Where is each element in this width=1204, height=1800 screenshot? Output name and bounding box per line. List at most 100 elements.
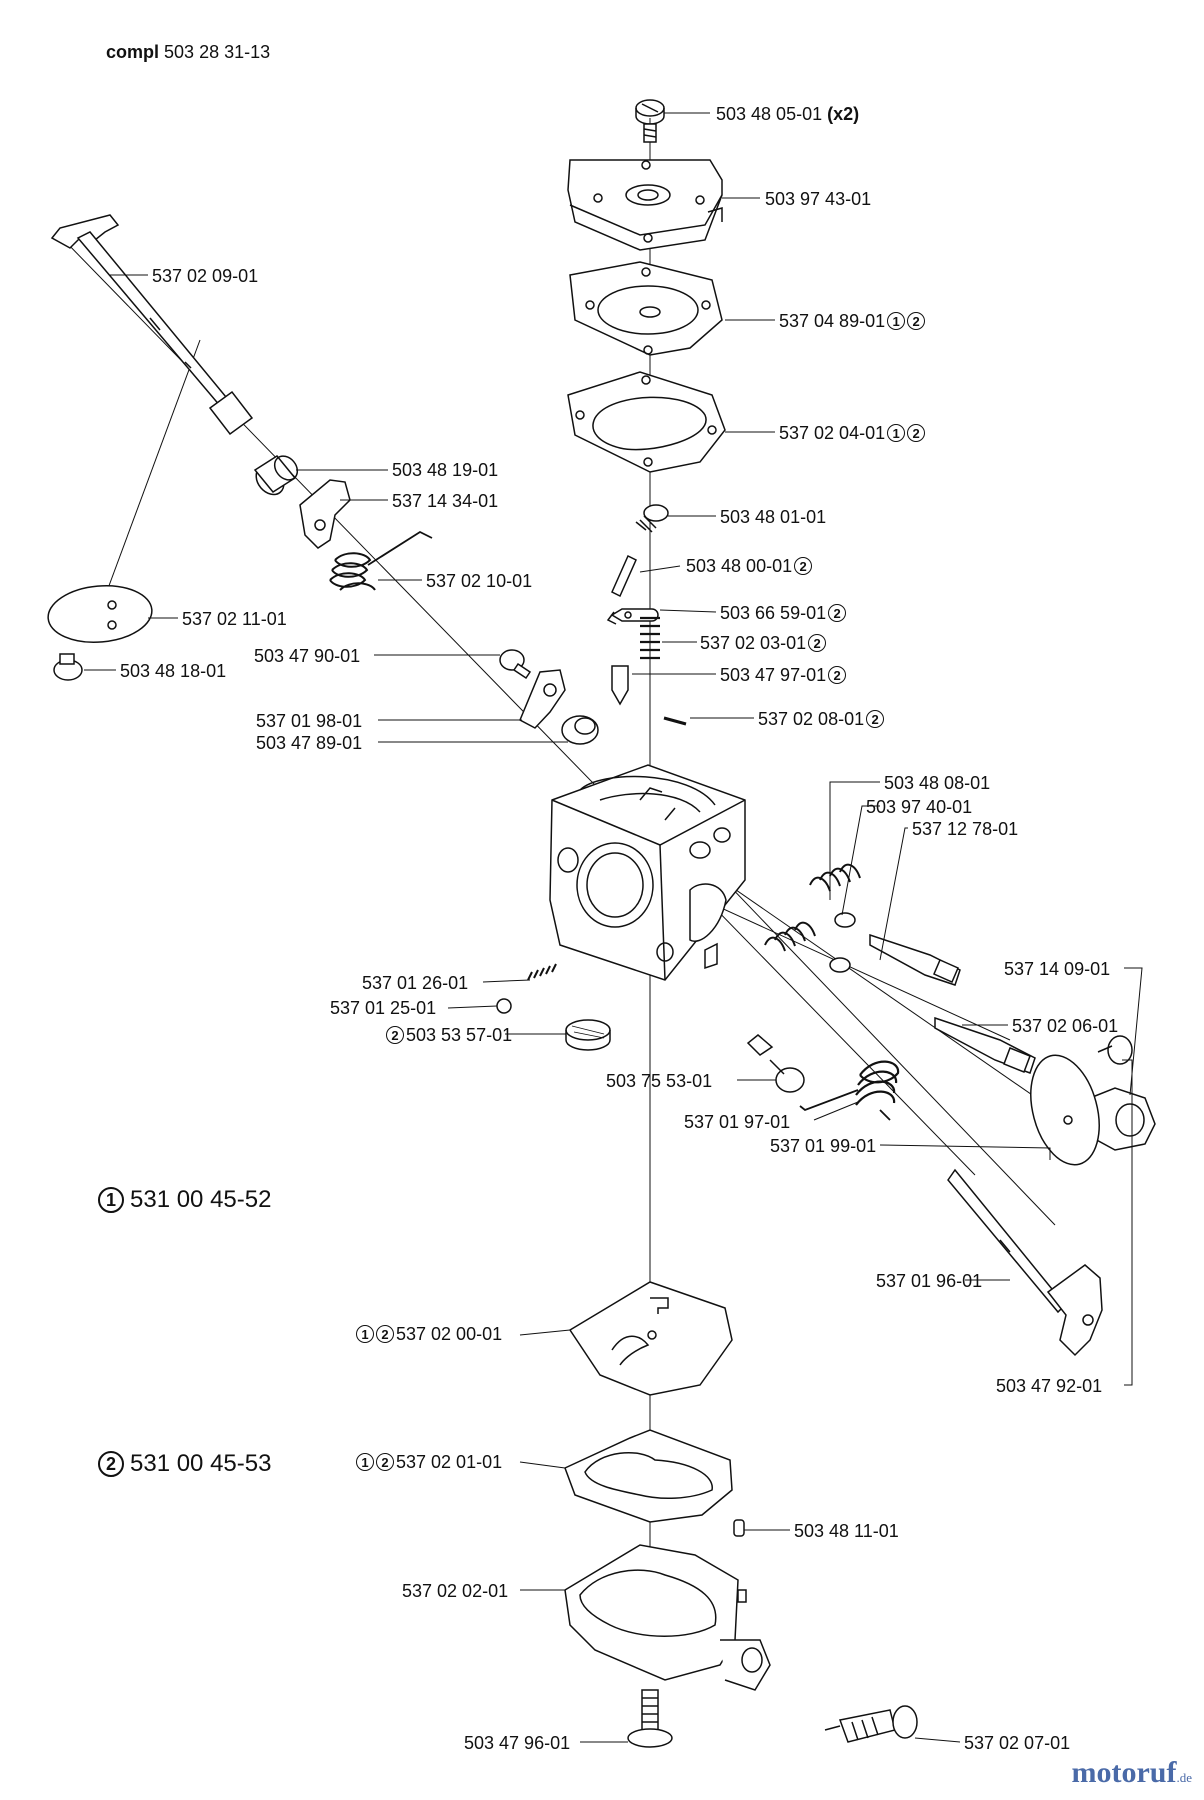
kit-marker-1: 1 [98,1186,124,1213]
part-label-503-48-01-01[interactable]: 503 48 01-01 [720,507,827,527]
kit-marker-1: 1 [356,1325,374,1344]
part-label-537-14-09-01[interactable]: 537 14 09-01 [1004,959,1111,979]
kit-marker-2: 2 [828,666,847,685]
kit-marker-2: 2 [386,1026,404,1045]
shaft-screw-part [500,650,530,678]
part-label-537-12-78-01[interactable]: 537 12 78-01 [912,819,1019,839]
part-label-503-48-05-01[interactable]: 503 48 05-01 (x2) [716,104,860,124]
choke-screw-part [748,1035,804,1092]
part-label-537-01-97-01[interactable]: 537 01 97-01 [684,1112,791,1132]
fitting-screw-part [825,1706,917,1742]
lever-spring-part [640,618,660,658]
part-label-537-02-02-01[interactable]: 537 02 02-01 [402,1581,509,1601]
part-label-503-47-96-01[interactable]: 503 47 96-01 [464,1733,571,1753]
pump-diaphragm-part [570,1282,732,1395]
kit-marker-2: 2 [376,1325,394,1344]
lever-pin-part [612,556,636,596]
part-label-537-01-25-01[interactable]: 537 01 25-01 [330,998,437,1018]
pump-gasket-part [565,1430,732,1522]
compl-word: compl [106,42,160,62]
kit-marker-2: 2 [907,312,926,331]
pump-pin-part [734,1520,744,1536]
part-label-537-02-10-01[interactable]: 537 02 10-01 [426,571,533,591]
choke-plate-screw-part [1098,1036,1132,1064]
metering-lever-part [608,609,658,624]
part-label-503-47-92-01[interactable]: 503 47 92-01 [996,1376,1103,1396]
part-label-537-02-06-01[interactable]: 537 02 06-01 [1012,1016,1119,1036]
part-label-537-01-99-01[interactable]: 537 01 99-01 [770,1136,877,1156]
needle-washer-lower-part [830,958,850,972]
part-label-503-47-89-01[interactable]: 503 47 89-01 [256,733,363,753]
choke-spring-part [800,1062,898,1120]
idle-needle-part [870,935,960,985]
check-ball-part [497,999,511,1013]
kit-marker-2: 2 [907,424,926,443]
part-label-537-01-26-01[interactable]: 537 01 26-01 [362,973,469,993]
part-label-537-02-11-01[interactable]: 537 02 11-01 [182,609,287,629]
part-label-503-48-08-01[interactable]: 503 48 08-01 [884,773,991,793]
kit-marker-2: 2 [794,557,813,576]
brand-watermark: motoruf.de [1071,1756,1192,1789]
leader-lines [84,113,1142,1742]
kit-marker-2: 2 [828,604,847,623]
part-label-503-48-19-01[interactable]: 503 48 19-01 [392,460,499,480]
kit-marker-1: 1 [356,1453,374,1472]
part-label-503-75-53-01[interactable]: 503 75 53-01 [606,1071,713,1091]
gasket-part [568,372,725,472]
choke-shaft-part [948,1170,1102,1355]
plate-screw-part [54,654,82,680]
shaft-bushing-part [251,452,302,500]
part-label-537-14-34-01[interactable]: 537 14 34-01 [392,491,499,511]
part-label-503-97-40-01[interactable]: 503 97 40-01 [866,797,973,817]
part-label-503-48-18-01[interactable]: 503 48 18-01 [120,661,227,681]
part-label-537-01-96-01[interactable]: 537 01 96-01 [876,1271,983,1291]
top-screw-part [636,100,664,142]
kit-marker-2: 2 [866,710,885,729]
kit-marker-1: 1 [887,424,906,443]
throttle-plate-part [46,582,154,647]
needle-spring-upper-part [810,865,860,891]
part-label-537-02-09-01[interactable]: 537 02 09-01 [152,266,259,286]
kit-marker-2: 2 [376,1453,394,1472]
check-spring-part [528,964,556,980]
fuel-screen-part [566,1020,610,1050]
pump-cover-part [565,1545,770,1690]
kit-marker-1: 1 [887,312,906,331]
cover-plate-part [568,160,722,250]
carburetor-body-part [550,765,745,980]
plate-axis-line [100,340,200,610]
needle-spring-lower-part [765,923,815,951]
small-pin-part [664,718,686,724]
throttle-shaft-part [52,215,252,434]
part-label-503-48-11-01[interactable]: 503 48 11-01 [794,1521,899,1541]
kit-marker-2: 2 [98,1450,124,1477]
part-label-503-97-43-01[interactable]: 503 97 43-01 [765,189,872,209]
needle-axis-high [700,865,1090,1135]
choke-plate-part [1020,1048,1111,1173]
throttle-spring-part [330,532,432,590]
bottom-screw-part [628,1690,672,1747]
lever-screw-part [636,505,668,532]
needle-washer-upper-part [835,913,855,927]
part-label-537-01-98-01[interactable]: 537 01 98-01 [256,711,363,731]
kit-marker-2: 2 [808,634,827,653]
inlet-needle-part [612,666,628,704]
high-needle-part [935,1018,1035,1073]
diaphragm-part [570,262,722,355]
part-label-503-47-90-01[interactable]: 503 47 90-01 [254,646,361,666]
retainer-bushing-part [562,716,598,744]
part-label-537-02-07-01[interactable]: 537 02 07-01 [964,1733,1071,1753]
